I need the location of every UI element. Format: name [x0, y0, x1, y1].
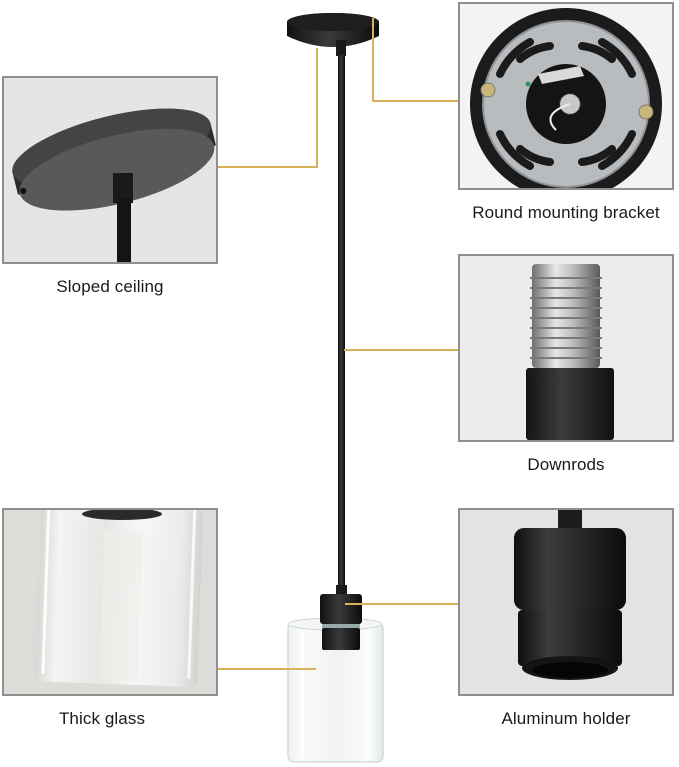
caption-thick-glass: Thick glass: [58, 709, 146, 728]
downrod: [338, 55, 345, 595]
caption-sloped-ceiling: Sloped ceiling: [56, 277, 164, 296]
leader-line-sloped-ceiling: [316, 48, 318, 168]
canopy-swivel-icon: [4, 78, 216, 262]
caption-round-mounting-bracket: Round mounting bracket: [472, 203, 660, 222]
panel-round-mounting-bracket: [458, 2, 674, 190]
mounting-bracket-icon: [460, 4, 672, 188]
caption-downrods: Downrods: [527, 455, 605, 474]
panel-thick-glass: [2, 508, 218, 696]
threaded-rod-icon: [460, 256, 672, 440]
panel-downrods: [458, 254, 674, 442]
leader-line-bracket-h: [372, 100, 459, 102]
leader-line-bracket: [372, 18, 374, 102]
leader-line-thick-glass: [218, 668, 316, 670]
panel-sloped-ceiling: [2, 76, 218, 264]
panel-aluminum-holder: [458, 508, 674, 696]
leader-line-aluminum-holder: [345, 603, 459, 605]
glass-shade-icon: [4, 510, 216, 694]
leader-line-sloped-ceiling-h: [218, 166, 318, 168]
caption-aluminum-holder: Aluminum holder: [501, 709, 631, 728]
socket-holder-icon: [460, 510, 672, 694]
pendant-lamp-illustration: [287, 13, 384, 763]
socket-holder: [320, 594, 362, 650]
leader-line-downrods: [344, 349, 459, 351]
canopy: [287, 13, 379, 56]
